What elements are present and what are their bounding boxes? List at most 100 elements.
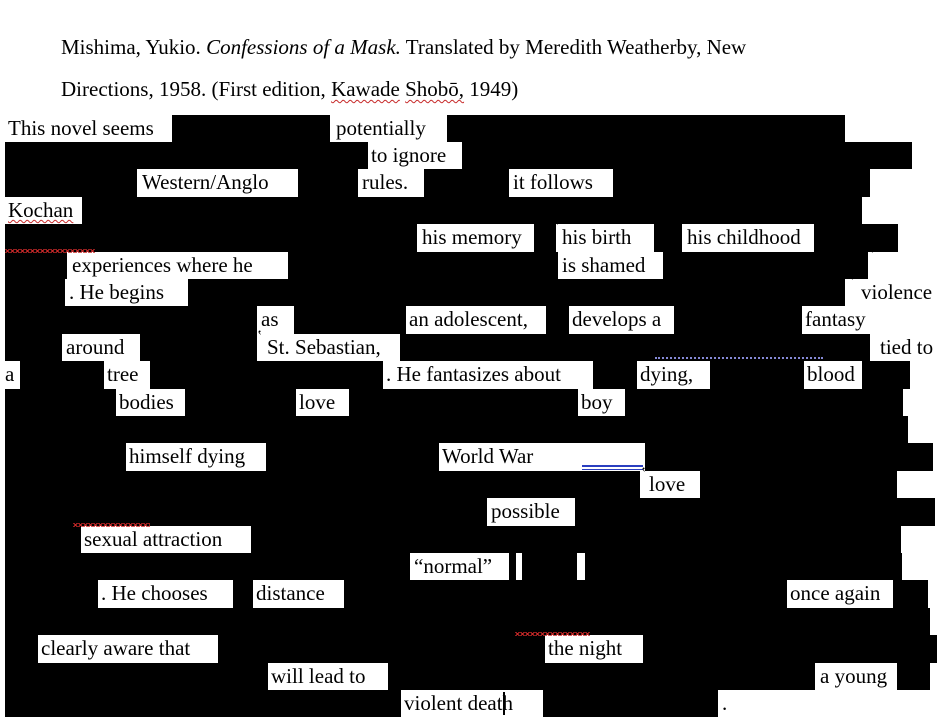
redaction-bar bbox=[294, 306, 406, 334]
poem-word: around bbox=[63, 333, 128, 362]
redaction-bar bbox=[218, 635, 545, 663]
redacted-line: . He chooses distance once again bbox=[0, 580, 949, 608]
redaction-bar bbox=[185, 388, 296, 416]
redaction-bar bbox=[5, 553, 410, 581]
citation-year: 1949) bbox=[464, 77, 519, 101]
redacted-line: a tree . He fantasizes about dying, bloo… bbox=[0, 361, 949, 389]
text-cursor bbox=[503, 692, 505, 715]
redacted-line: experiences where he is shamed ‛ bbox=[0, 246, 949, 279]
poem-word: tied to bbox=[877, 333, 937, 362]
citation-title-italic: Confessions of a Mask. bbox=[206, 35, 401, 59]
poem-word: a young bbox=[817, 662, 891, 690]
poem-word: . He fantasizes about bbox=[383, 361, 564, 389]
redaction-bar bbox=[5, 224, 417, 252]
redacted-line: his memory ‛ his birth his childhood bbox=[0, 219, 949, 253]
redaction-bar bbox=[643, 635, 937, 663]
redacted-line: as an adolescent, develops a fantasy bbox=[0, 306, 949, 334]
redacted-line: “normal” bbox=[0, 553, 949, 581]
redaction-bar bbox=[593, 361, 637, 389]
redaction-bar bbox=[400, 333, 870, 362]
redaction-bar bbox=[534, 224, 556, 252]
redacted-line: himself dying World War bbox=[0, 443, 949, 471]
apostrophe-mark: ‛ bbox=[554, 218, 560, 236]
redacted-line: This novel seems potentially bbox=[0, 114, 949, 142]
redaction-bar bbox=[5, 607, 930, 636]
poem-word: . He begins bbox=[66, 279, 168, 307]
redacted-line: Kochan bbox=[0, 196, 949, 225]
citation-word-kawade: Kawade bbox=[331, 77, 400, 101]
poem-word: violent death bbox=[401, 690, 517, 718]
poem-word: it follows bbox=[510, 169, 596, 197]
spellcheck-squiggle bbox=[515, 632, 590, 637]
redaction-bar bbox=[575, 498, 935, 526]
redaction-bar bbox=[5, 525, 81, 553]
poem-word: experiences where he bbox=[69, 251, 256, 279]
redaction-bar bbox=[424, 169, 509, 197]
redacted-line: . He begins ‛ violence bbox=[0, 274, 949, 307]
grammar-double-underline bbox=[582, 464, 643, 470]
poem-word: fantasy bbox=[802, 306, 869, 334]
poem-word: Western/Anglo bbox=[139, 169, 272, 197]
redacted-line bbox=[0, 607, 949, 637]
poem-word: possible bbox=[488, 498, 563, 526]
poem-word: himself dying bbox=[126, 443, 249, 471]
redaction-bar bbox=[5, 251, 67, 279]
poem-word: . bbox=[719, 690, 731, 718]
poem-word: will lead to bbox=[268, 662, 369, 690]
redaction-bar bbox=[5, 388, 116, 416]
redacted-line: will lead to a young bbox=[0, 662, 949, 690]
redaction-bar bbox=[82, 196, 862, 225]
redaction-bar bbox=[509, 553, 516, 581]
spellcheck-squiggle bbox=[73, 522, 150, 527]
poem-word: his birth bbox=[559, 224, 635, 252]
redacted-line: sexual attraction bbox=[0, 525, 949, 553]
apostrophe-mark: ‛ bbox=[641, 464, 647, 482]
poem-word: World War bbox=[439, 443, 537, 471]
poem-word: sexual attraction bbox=[81, 525, 226, 553]
poem-word: . He chooses bbox=[98, 580, 211, 608]
citation-line-2: Directions, 1958. (First edition, Kawade… bbox=[40, 50, 518, 128]
redaction-bar bbox=[344, 580, 787, 608]
poem-word: clearly aware that bbox=[38, 635, 194, 663]
redaction-bar bbox=[5, 279, 65, 307]
redaction-bar bbox=[700, 470, 897, 499]
poem-word: as bbox=[258, 306, 282, 334]
redaction-bar bbox=[447, 114, 845, 142]
redaction-bar bbox=[150, 361, 383, 389]
poem-word: once again bbox=[787, 580, 884, 608]
citation-publisher: Directions, 1958. (First edition, bbox=[61, 77, 332, 101]
redaction-bar bbox=[188, 279, 845, 307]
redacted-line: around ‛ St. Sebastian, tied to bbox=[0, 328, 949, 362]
poem-word: love bbox=[646, 470, 689, 499]
poem-word: “normal” bbox=[411, 553, 496, 581]
redaction-bar bbox=[893, 580, 928, 608]
redaction-bar bbox=[140, 333, 257, 362]
redaction-bar bbox=[645, 443, 933, 471]
redaction-bar bbox=[5, 333, 62, 362]
redacted-line: Western/Anglo rules. it follows bbox=[0, 169, 949, 197]
poem-word: distance bbox=[253, 580, 328, 608]
redaction-bar bbox=[172, 114, 330, 142]
redaction-bar bbox=[522, 553, 577, 581]
redacted-line: bodies love boy bbox=[0, 388, 949, 416]
redaction-bar bbox=[5, 580, 98, 608]
redaction-bar bbox=[251, 525, 901, 553]
redacted-line: possible bbox=[0, 498, 949, 527]
redaction-bar bbox=[814, 224, 898, 252]
citation-author: Mishima, Yukio. bbox=[61, 35, 207, 59]
poem-word: develops a bbox=[569, 306, 665, 334]
poem-word: boy bbox=[578, 388, 616, 416]
poem-word: to ignore bbox=[368, 142, 450, 170]
redaction-bar bbox=[20, 361, 104, 389]
poem-word: is shamed bbox=[559, 251, 649, 279]
redaction-bar bbox=[674, 306, 802, 334]
redaction-bar bbox=[585, 553, 902, 581]
apostrophe-mark: ‛ bbox=[257, 327, 263, 345]
spellcheck-squiggle bbox=[5, 248, 95, 253]
dotted-underline bbox=[655, 357, 823, 360]
redacted-line: to ignore bbox=[0, 142, 949, 170]
poem-word: bodies bbox=[116, 388, 177, 416]
redaction-bar bbox=[462, 142, 912, 170]
apostrophe-mark: ‛ bbox=[869, 245, 875, 263]
